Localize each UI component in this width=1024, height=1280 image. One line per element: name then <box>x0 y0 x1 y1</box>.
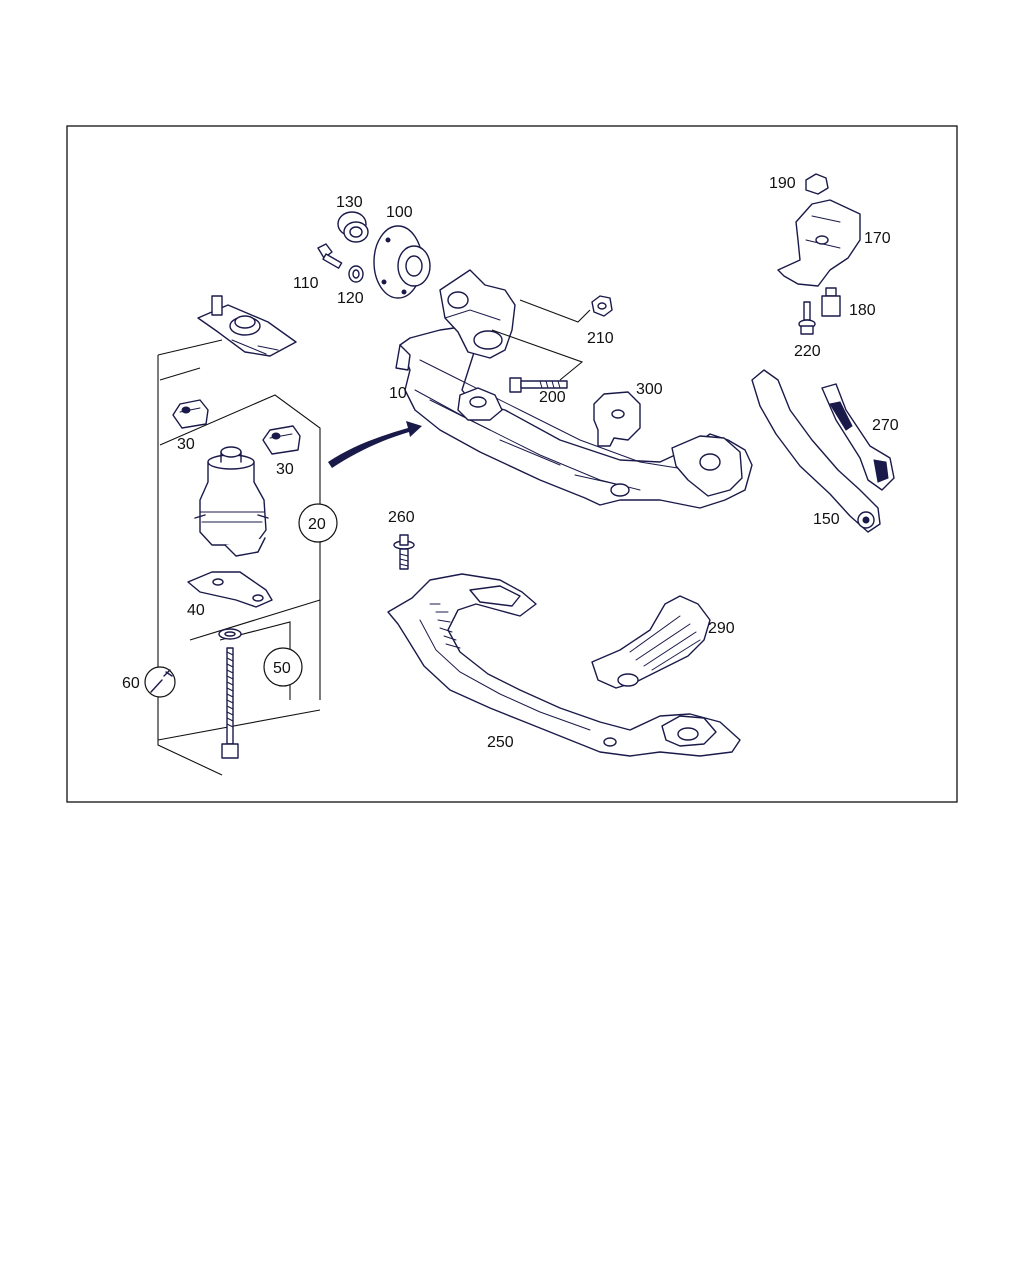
control-arm-150 <box>751 369 881 533</box>
engine-mount-top-bracket <box>197 295 297 357</box>
callout-170: 170 <box>864 230 891 247</box>
callout-210: 210 <box>587 330 614 347</box>
subframe-bracket-300 <box>593 391 641 447</box>
callout-60: 60 <box>122 675 140 692</box>
callout-150: 150 <box>813 511 840 528</box>
callout-180: 180 <box>849 302 876 319</box>
callout-50: 50 <box>273 660 291 677</box>
callout-200: 200 <box>539 389 566 406</box>
callout-circle-20 <box>298 503 338 543</box>
push-clip-260 <box>393 534 415 570</box>
underbody-cover-290 <box>591 595 711 689</box>
leader-200 <box>491 329 584 381</box>
callout-260: 260 <box>388 509 415 526</box>
callout-20: 20 <box>308 516 326 533</box>
diagram-frame <box>66 125 958 803</box>
front-subframe <box>395 269 753 509</box>
callout-30-left: 30 <box>177 436 195 453</box>
subframe-bolt <box>509 377 568 393</box>
mount-base-plate <box>187 571 273 608</box>
callout-190: 190 <box>769 175 796 192</box>
bracket-bolt-180 <box>821 287 841 317</box>
hub-seal <box>337 211 369 243</box>
callout-circle-50 <box>263 647 303 687</box>
direction-arrow <box>328 421 422 468</box>
wheel-hub <box>373 225 431 299</box>
callout-250: 250 <box>487 734 514 751</box>
upper-bracket-170 <box>777 199 861 287</box>
callout-220: 220 <box>794 343 821 360</box>
bracket-nut-190 <box>805 173 829 195</box>
callout-10: 10 <box>389 385 407 402</box>
callout-270: 270 <box>872 417 899 434</box>
callout-290: 290 <box>708 620 735 637</box>
wrench-icon <box>144 666 176 698</box>
leader-210 <box>519 299 591 323</box>
callout-110: 110 <box>293 275 319 292</box>
stop-pad-left <box>172 399 209 429</box>
mount-group-box <box>157 339 321 776</box>
callout-30-right: 30 <box>276 461 294 478</box>
subframe-nut <box>591 295 613 317</box>
mount-bolt <box>218 628 242 759</box>
callout-40: 40 <box>187 602 205 619</box>
callout-130: 130 <box>336 194 363 211</box>
callout-300: 300 <box>636 381 663 398</box>
hub-washer <box>348 265 364 283</box>
hub-bolt <box>317 243 343 269</box>
stop-pad-right <box>262 425 301 455</box>
lower-crossmember-250 <box>387 573 741 757</box>
rubber-engine-mount <box>194 446 269 557</box>
callout-120: 120 <box>337 290 364 307</box>
bracket-bolt-220 <box>798 301 816 335</box>
callout-100: 100 <box>386 204 413 221</box>
strut-270 <box>821 383 895 491</box>
